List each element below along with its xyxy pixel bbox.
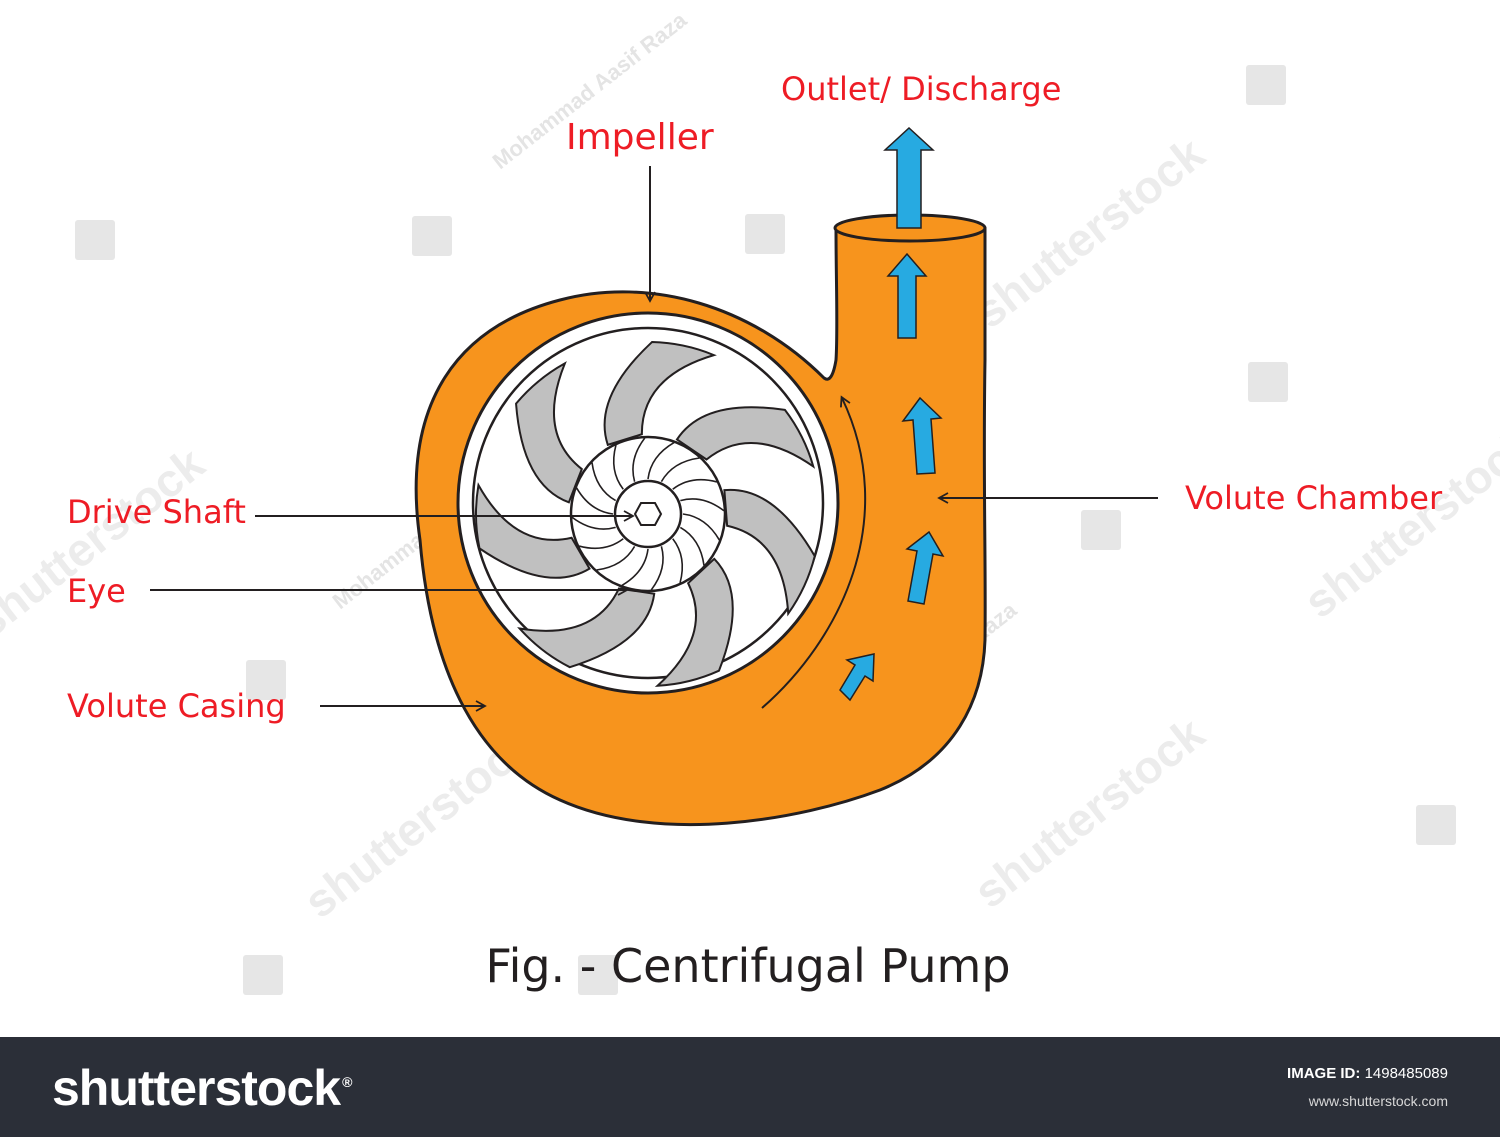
impeller-blade xyxy=(654,557,734,687)
impeller-blade xyxy=(515,361,584,504)
impeller-blades xyxy=(475,341,816,687)
impeller xyxy=(456,311,840,695)
watermark-brand: shutterstock xyxy=(0,437,214,648)
image-id-line: IMAGE ID: 1498485089 xyxy=(1287,1065,1448,1082)
flow-arrow-icon xyxy=(839,653,875,702)
watermark-brand: shutterstock xyxy=(964,707,1214,918)
eye-vane xyxy=(596,545,636,571)
eye-vane xyxy=(647,441,675,480)
flow-arrow-icon xyxy=(905,530,945,605)
rotation-arrow xyxy=(761,395,867,709)
footer-logo: shutterstock® xyxy=(52,1059,352,1117)
registered-mark: ® xyxy=(342,1074,352,1091)
watermark-brand: shutterstock xyxy=(1294,417,1500,628)
drive-shaft xyxy=(633,502,663,526)
eye-vane xyxy=(578,538,624,550)
eye-vane xyxy=(612,444,624,490)
label-impeller: Impeller xyxy=(566,117,714,158)
label-volute-casing: Volute Casing xyxy=(67,687,286,725)
impeller-blade xyxy=(517,587,656,669)
eye-vanes xyxy=(571,437,725,591)
flow-arrow-icon xyxy=(886,252,928,339)
eye-vane xyxy=(660,457,700,483)
eye-vane xyxy=(591,462,617,502)
figure-caption: Fig. - Centrifugal Pump xyxy=(485,939,1010,993)
footer-bar: shutterstock® IMAGE ID: 1498485089 www.s… xyxy=(0,1037,1500,1137)
flow-arrow-icon xyxy=(883,126,935,229)
impeller-blade xyxy=(675,406,816,469)
outlet-pipe xyxy=(826,1,836,379)
impeller-blade xyxy=(603,341,717,447)
site-url: www.shutterstock.com xyxy=(1308,1093,1448,1109)
watermark-brand: shutterstock xyxy=(964,127,1214,338)
impeller-blade xyxy=(723,488,816,617)
eye-vane xyxy=(632,437,646,482)
image-id-value: 1498485089 xyxy=(1364,1065,1448,1082)
flow-arrow-icon xyxy=(901,396,943,475)
impeller-blade xyxy=(475,482,591,579)
eye-vane xyxy=(621,548,649,587)
label-eye: Eye xyxy=(67,572,126,610)
footer-brand-text: shutterstock xyxy=(52,1060,341,1116)
label-outlet-discharge: Outlet/ Discharge xyxy=(781,70,1061,108)
leader-lines xyxy=(150,166,1158,712)
label-volute-chamber: Volute Chamber xyxy=(1185,479,1443,517)
eye-vane xyxy=(571,516,616,530)
eye-vane xyxy=(680,498,725,512)
image-id-label: IMAGE ID: xyxy=(1287,1065,1361,1082)
eye-vane xyxy=(575,487,614,515)
eye-vane xyxy=(672,538,684,584)
eye-vane xyxy=(672,478,718,490)
flow-arrows xyxy=(839,126,945,702)
label-drive-shaft: Drive Shaft xyxy=(67,493,246,531)
centrifugal-pump-diagram: shutterstock shutterstock shutterstock s… xyxy=(0,1,1500,995)
eye-vane xyxy=(682,513,721,541)
eye-vane xyxy=(679,526,705,566)
eye-vane xyxy=(650,546,664,591)
